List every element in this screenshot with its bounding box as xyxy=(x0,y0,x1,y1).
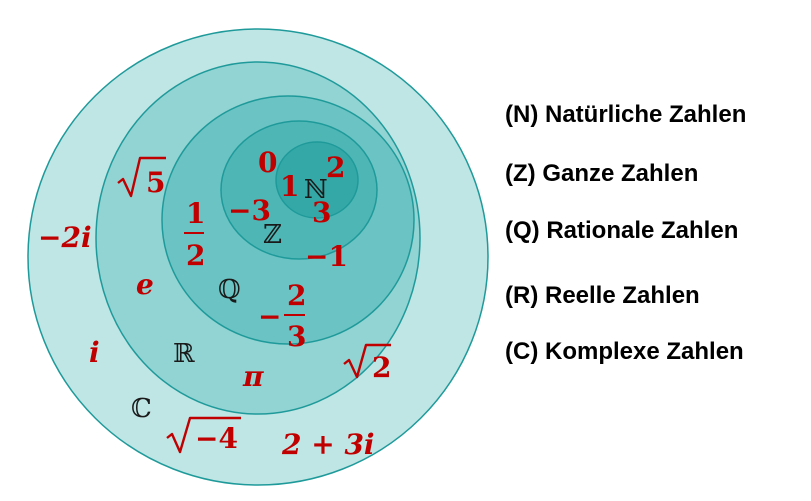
legend-integers: (Z) Ganze Zahlen xyxy=(505,160,699,187)
example-zero: 0 xyxy=(258,146,277,179)
fraction-sign: − xyxy=(258,300,281,333)
example-minus-three: −3 xyxy=(228,194,271,227)
example-one: 1 xyxy=(280,170,299,203)
radical-sign xyxy=(343,343,391,379)
fraction-denominator: 3 xyxy=(287,320,306,353)
example-pi: π xyxy=(242,360,264,393)
integer-symbol: ℤ xyxy=(263,220,282,250)
fraction-numerator: 1 xyxy=(186,197,205,230)
radical-sign xyxy=(166,416,241,454)
example-minus-two-i: −2i xyxy=(38,221,92,254)
legend-reals: (R) Reelle Zahlen xyxy=(505,282,700,309)
radicand: 5 xyxy=(146,166,165,199)
example-two: 2 xyxy=(326,151,345,184)
radical-sign xyxy=(117,156,166,198)
complex-symbol: ℂ xyxy=(131,394,152,424)
rational-symbol: ℚ xyxy=(218,275,241,305)
example-i: i xyxy=(89,336,100,369)
example-one-half: 1 2 xyxy=(184,197,205,272)
example-minus-one: −1 xyxy=(305,240,348,273)
example-minus-two-thirds: − 2 3 xyxy=(258,279,306,353)
example-three: 3 xyxy=(312,196,331,229)
fraction-numerator: 2 xyxy=(287,279,306,312)
radicand: 2 xyxy=(372,351,391,384)
legend: (N) Natürliche Zahlen (Z) Ganze Zahlen (… xyxy=(505,100,805,366)
natural-circle xyxy=(275,141,359,219)
example-e: e xyxy=(136,268,154,301)
legend-natural: (N) Natürliche Zahlen xyxy=(505,101,747,128)
example-sqrt-two: 2 xyxy=(343,343,391,384)
example-two-plus-three-i: 2 + 3i xyxy=(281,428,375,461)
real-symbol: ℝ xyxy=(173,339,195,369)
example-sqrt-five: 5 xyxy=(117,156,166,199)
natural-symbol: ℕ xyxy=(304,175,328,205)
fraction-denominator: 2 xyxy=(186,239,205,272)
legend-rationals: (Q) Rationale Zahlen xyxy=(505,217,739,244)
legend-complex: (C) Komplexe Zahlen xyxy=(505,338,744,365)
example-sqrt-minus-four: −4 xyxy=(166,416,241,455)
radicand: −4 xyxy=(195,422,238,455)
